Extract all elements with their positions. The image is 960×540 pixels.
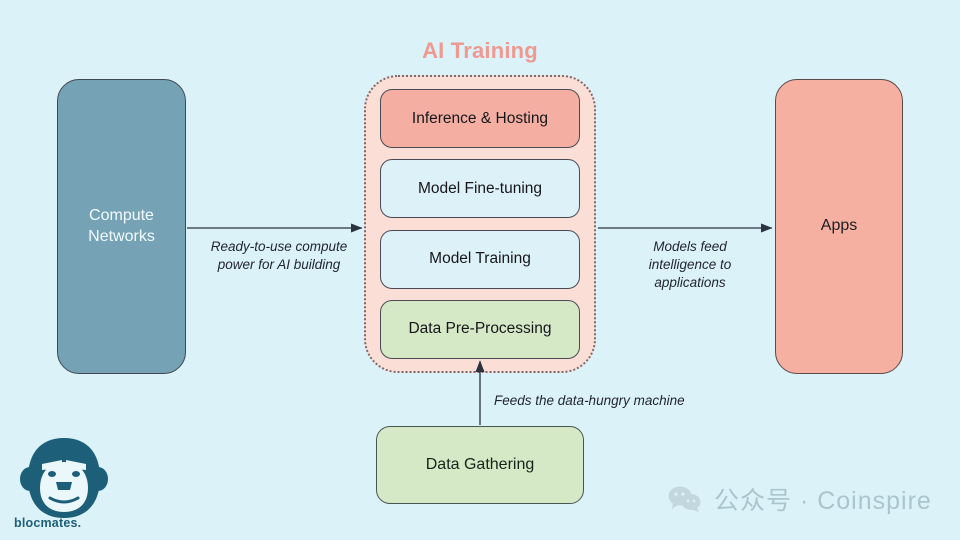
node-data-gathering-label: Data Gathering — [425, 455, 535, 473]
edge-label-ai-to-apps: Models feed intelligence to applications — [614, 238, 766, 292]
node-compute-networks[interactable]: Compute Networks — [57, 79, 186, 374]
compute-networks-line1: Compute — [89, 207, 154, 225]
wechat-watermark-text: 公众号 · Coinspire — [714, 487, 932, 515]
node-compute-networks-label: Compute Networks — [88, 206, 155, 247]
edge-label-right-line1: Models feed — [653, 239, 727, 254]
gorilla-icon — [20, 438, 108, 518]
stack-item-model-fine-tuning[interactable]: Model Fine-tuning — [380, 159, 580, 219]
edge-label-left-line1: Ready-to-use compute — [210, 239, 348, 254]
stack-item-inference-hosting-label: Inference & Hosting — [411, 109, 549, 127]
stack-item-data-pre-processing-label: Data Pre-Processing — [408, 320, 552, 338]
stack-item-inference-hosting[interactable]: Inference & Hosting — [380, 89, 580, 148]
edge-label-compute-to-ai: Ready-to-use compute power for AI buildi… — [190, 238, 368, 274]
wechat-icon — [668, 486, 701, 512]
node-apps-label: Apps — [820, 217, 858, 235]
compute-networks-line2: Networks — [88, 227, 155, 245]
blocmates-wordmark: blocmates. — [14, 516, 82, 530]
edge-label-data-gathering: Feeds the data-hungry machine — [494, 393, 685, 408]
edge-label-right-line2: intelligence to — [648, 256, 732, 272]
stack-item-model-fine-tuning-label: Model Fine-tuning — [417, 179, 543, 197]
ai-training-title: AI Training — [422, 38, 538, 63]
edge-label-right-line3: applications — [654, 274, 726, 290]
node-data-gathering[interactable]: Data Gathering — [376, 426, 584, 504]
edge-label-left-line2: power for AI building — [217, 256, 341, 272]
ai-training-cluster: Inference & Hosting Model Fine-tuning Mo… — [364, 75, 596, 373]
wechat-watermark: 公众号 · Coinspire — [668, 481, 932, 517]
stack-item-data-pre-processing[interactable]: Data Pre-Processing — [380, 299, 580, 359]
node-apps[interactable]: Apps — [775, 79, 903, 374]
ai-training-stack: Inference & Hosting Model Fine-tuning Mo… — [380, 89, 580, 359]
stack-item-model-training[interactable]: Model Training — [380, 229, 580, 289]
stack-item-model-training-label: Model Training — [429, 250, 531, 268]
